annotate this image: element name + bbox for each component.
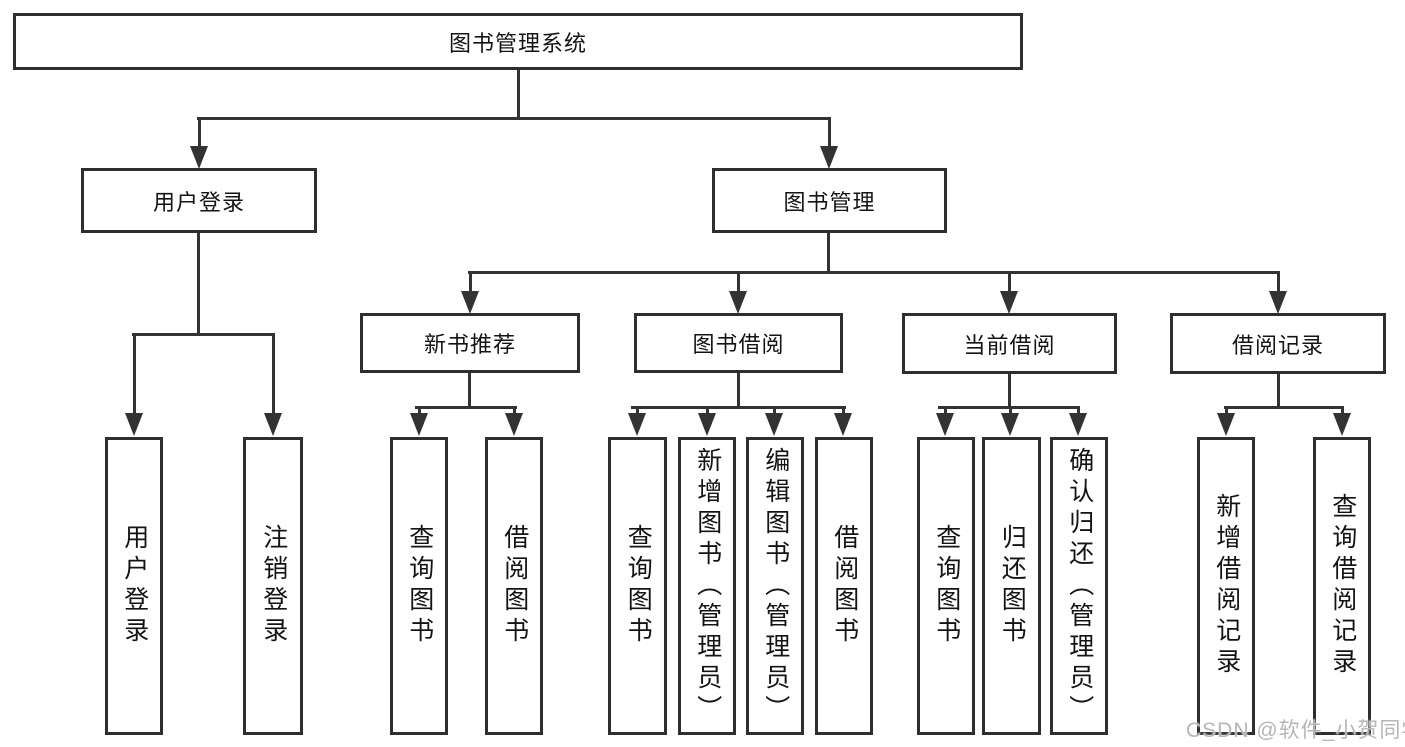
arrow-down-icon — [1000, 291, 1018, 314]
arrow-down-icon — [1001, 413, 1019, 436]
node-label: 确认归还（管理员） — [1065, 446, 1094, 726]
connector-drop — [418, 406, 421, 414]
arrow-down-icon — [1333, 413, 1351, 436]
arrow-down-icon — [628, 413, 646, 436]
connector-drop — [706, 406, 709, 414]
node-label: 新书推荐 — [423, 332, 516, 357]
connector-bar — [132, 333, 275, 336]
node-label: 用户登录 — [120, 524, 149, 648]
node-label: 注销登录 — [259, 524, 288, 648]
node-label: 新增借阅记录 — [1212, 493, 1241, 679]
connector-drop — [1341, 406, 1344, 414]
connector-stem — [517, 69, 520, 118]
node-leaf-user-login: 用户登录 — [105, 437, 163, 735]
connector-drop — [842, 406, 845, 414]
connector-bar — [631, 406, 846, 409]
connector-drop — [469, 271, 472, 292]
node-leaf-add-book-admin: 新增图书（管理员） — [678, 437, 736, 735]
node-borrow-records: 借阅记录 — [1170, 313, 1386, 374]
connector-stem — [197, 233, 200, 334]
node-leaf-add-borrow-record: 新增借阅记录 — [1197, 437, 1255, 735]
node-leaf-borrow-book-1: 借阅图书 — [485, 437, 543, 735]
node-label: 图书借阅 — [692, 332, 785, 357]
arrow-down-icon — [190, 146, 208, 169]
connector-drop — [1077, 406, 1080, 414]
arrow-down-icon — [936, 413, 954, 436]
arrow-down-icon — [505, 413, 523, 436]
node-label: 借阅图书 — [830, 524, 859, 648]
connector-stem — [1277, 374, 1280, 407]
arrow-down-icon — [820, 146, 838, 169]
node-new-book-recommend: 新书推荐 — [360, 313, 580, 373]
node-label: 查询图书 — [624, 524, 653, 648]
node-label: 图书管理系统 — [448, 30, 587, 56]
arrow-down-icon — [1217, 413, 1235, 436]
arrow-down-icon — [410, 413, 428, 436]
connector-bar — [415, 406, 517, 409]
watermark: CSDN @软件_小贺同学 — [1186, 719, 1405, 742]
connector-bar — [1224, 406, 1343, 409]
node-leaf-borrow-book-2: 借阅图书 — [815, 437, 873, 735]
connector-drop — [272, 333, 275, 414]
connector-drop — [737, 271, 740, 292]
connector-bar — [938, 406, 1079, 409]
node-label: 图书管理 — [783, 189, 876, 215]
node-label: 查询图书 — [932, 524, 961, 648]
node-leaf-query-borrow-record: 查询借阅记录 — [1313, 437, 1371, 735]
node-label: 查询图书 — [405, 524, 434, 648]
node-leaf-query-book-1: 查询图书 — [390, 437, 448, 735]
node-label: 借阅图书 — [500, 524, 529, 648]
node-library-system: 图书管理系统 — [13, 13, 1023, 70]
node-leaf-logout: 注销登录 — [243, 437, 303, 735]
node-book-borrow: 图书借阅 — [634, 313, 843, 373]
arrow-down-icon — [1269, 291, 1287, 314]
node-leaf-query-book-3: 查询图书 — [917, 437, 975, 735]
connector-drop — [513, 406, 516, 414]
node-leaf-edit-book-admin: 编辑图书（管理员） — [746, 437, 804, 735]
node-label: 归还图书 — [998, 524, 1027, 648]
connector-drop — [773, 406, 776, 414]
connector-drop — [1008, 271, 1011, 292]
node-user-login: 用户登录 — [81, 168, 317, 233]
connector-drop — [133, 333, 136, 414]
connector-drop — [198, 117, 201, 147]
node-label: 新增图书（管理员） — [693, 446, 722, 726]
node-leaf-confirm-return-admin: 确认归还（管理员） — [1050, 437, 1108, 735]
connector-drop — [828, 117, 831, 147]
arrow-down-icon — [698, 413, 716, 436]
connector-drop — [1225, 406, 1228, 414]
connector-drop — [1277, 271, 1280, 292]
arrow-down-icon — [461, 291, 479, 314]
connector-drop — [636, 406, 639, 414]
arrow-down-icon — [765, 413, 783, 436]
connector-stem — [1008, 374, 1011, 407]
arrow-down-icon — [1069, 413, 1087, 436]
connector-stem — [737, 373, 740, 407]
arrow-down-icon — [729, 291, 747, 314]
arrow-down-icon — [125, 413, 143, 436]
connector-drop — [944, 406, 947, 414]
node-label: 编辑图书（管理员） — [761, 446, 790, 726]
connector-bar — [468, 271, 1280, 274]
node-label: 用户登录 — [152, 189, 245, 215]
connector-bar — [197, 117, 831, 120]
node-label: 查询借阅记录 — [1328, 493, 1357, 679]
node-leaf-query-book-2: 查询图书 — [608, 437, 667, 735]
connector-drop — [1009, 406, 1012, 414]
node-label: 当前借阅 — [963, 332, 1056, 358]
connector-stem — [827, 232, 830, 272]
node-current-borrow: 当前借阅 — [902, 313, 1117, 374]
node-leaf-return-book: 归还图书 — [982, 437, 1041, 735]
node-label: 借阅记录 — [1231, 332, 1324, 358]
node-book-management: 图书管理 — [712, 168, 947, 233]
arrow-down-icon — [264, 413, 282, 436]
arrow-down-icon — [834, 413, 852, 436]
connector-stem — [468, 373, 471, 408]
